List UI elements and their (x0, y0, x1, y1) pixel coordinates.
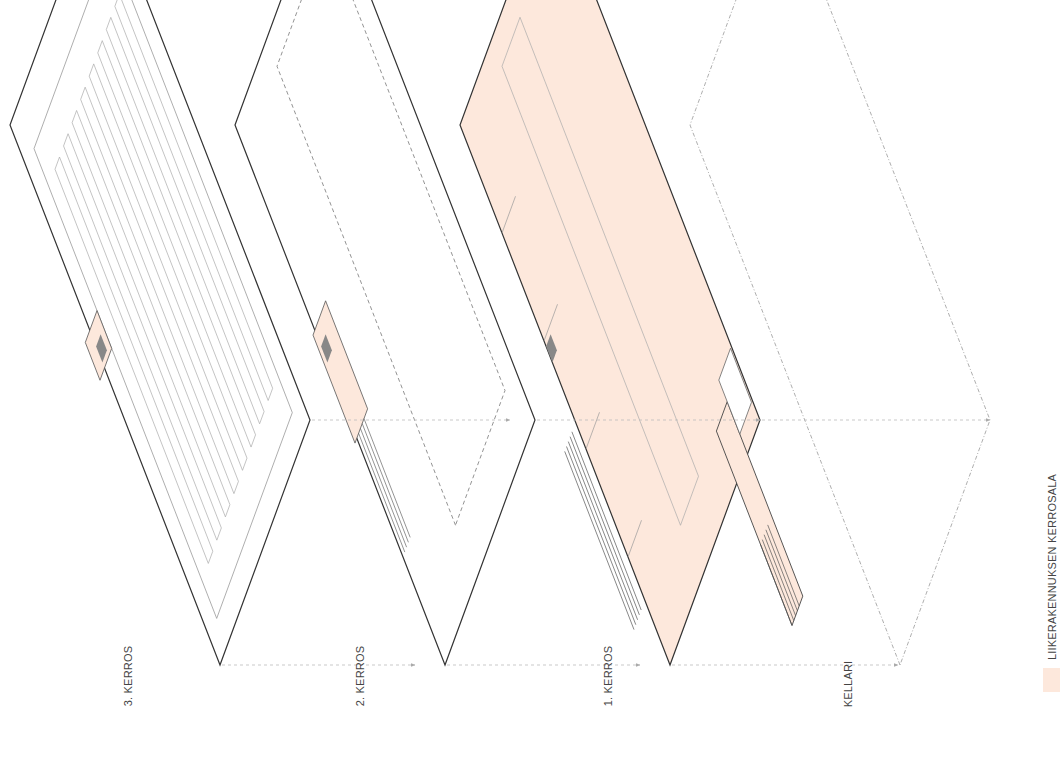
legend-swatch (1043, 668, 1060, 692)
floor-label: 2. KERROS (354, 646, 366, 707)
legend-text: LIIKERAKENNUKSEN KERROSALA (1046, 474, 1058, 660)
floor-label: 3. KERROS (122, 646, 134, 707)
floor-label: 1. KERROS (602, 646, 614, 707)
floor-label: KELLARI (842, 661, 854, 708)
cellar (690, 0, 990, 665)
floor-1 (460, 0, 760, 665)
